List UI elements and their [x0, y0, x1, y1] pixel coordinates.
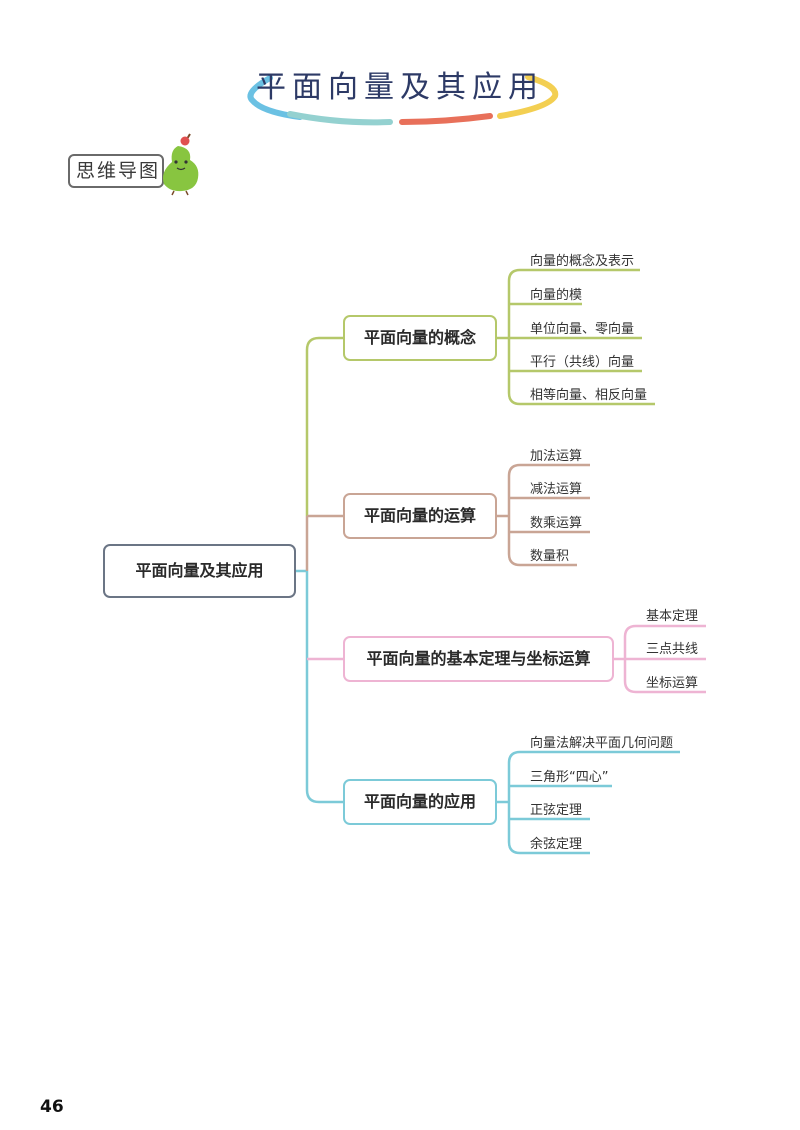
leaf-node: 余弦定理: [530, 837, 583, 852]
leaf-node: 三角形“四心”: [530, 770, 609, 785]
leaf-node: 单位向量、零向量: [530, 322, 635, 337]
root-node: 平面向量及其应用: [103, 544, 296, 598]
branch-node-concept: 平面向量的概念: [343, 315, 497, 361]
leaf-node: 向量的概念及表示: [530, 254, 635, 269]
leaf-node: 向量法解决平面几何问题: [530, 736, 674, 751]
title-decoration: [247, 74, 559, 126]
branch-node-operations: 平面向量的运算: [343, 493, 497, 539]
page-title: 平面向量及其应用: [256, 70, 544, 105]
leaf-node: 坐标运算: [646, 676, 699, 691]
leaf-node: 基本定理: [646, 609, 699, 624]
leaf-node: 相等向量、相反向量: [530, 388, 648, 403]
leaf-node: 平行（共线）向量: [530, 355, 635, 370]
leaf-node: 减法运算: [530, 482, 583, 497]
leaf-node: 向量的模: [530, 288, 583, 303]
branch-node-theorem-coordinates: 平面向量的基本定理与坐标运算: [343, 636, 614, 682]
page-number: 46: [40, 1097, 64, 1117]
leaf-node: 加法运算: [530, 449, 583, 464]
leaf-node: 三点共线: [646, 642, 699, 657]
leaf-node: 数乘运算: [530, 516, 583, 531]
branch-node-applications: 平面向量的应用: [343, 779, 497, 825]
mind-map-badge: 思维导图: [68, 154, 164, 188]
leaf-node: 数量积: [530, 549, 570, 564]
pear-mascot-icon: [163, 133, 199, 196]
leaf-node: 正弦定理: [530, 803, 583, 818]
